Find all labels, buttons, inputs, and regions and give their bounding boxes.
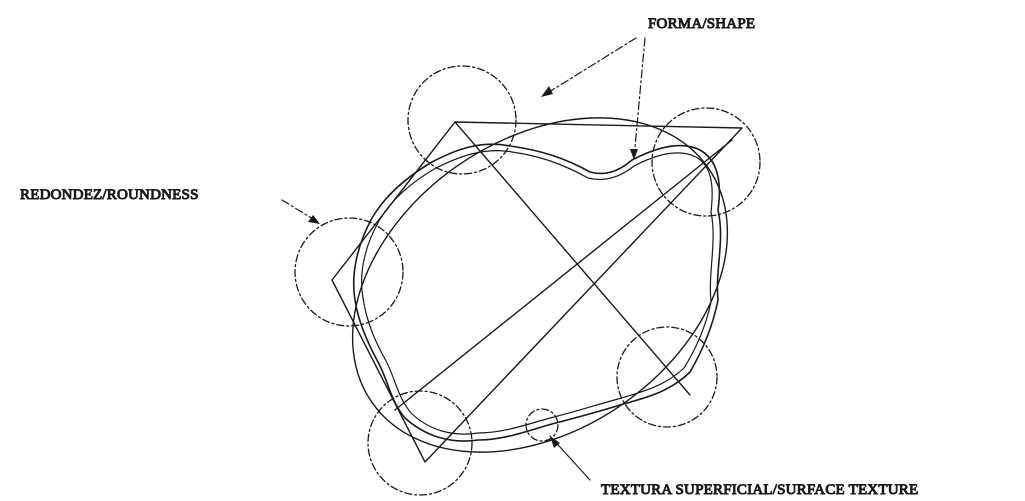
label-texture: TEXTURA SUPERFICIAL/SURFACE TEXTURE bbox=[601, 482, 918, 498]
label-shape: FORMA/SHAPE bbox=[648, 16, 755, 32]
arrowhead-texture bbox=[550, 436, 560, 448]
arrowhead-shape-2 bbox=[630, 149, 638, 160]
arrowhead-shape-1 bbox=[541, 86, 553, 97]
diagonal-line-1 bbox=[454, 121, 691, 396]
roundness-circle-left bbox=[294, 217, 404, 327]
roundness-circle-top-right bbox=[651, 107, 761, 217]
roundness-circle-bottom-left bbox=[367, 390, 473, 496]
leader-shape-2 bbox=[633, 37, 646, 159]
bounding-quadrilateral bbox=[331, 121, 743, 463]
diagonal-line-2 bbox=[394, 139, 733, 411]
shape-ellipse bbox=[351, 117, 729, 453]
roundness-circle-bottom-right bbox=[616, 326, 718, 428]
texture-circle-small bbox=[525, 408, 559, 442]
leader-shape-1 bbox=[540, 37, 637, 98]
particle-outline bbox=[352, 143, 722, 442]
arrowhead-roundness bbox=[308, 215, 320, 224]
roundness-circle-top-left bbox=[407, 65, 517, 175]
label-roundness: REDONDEZ/ROUNDNESS bbox=[20, 187, 199, 203]
